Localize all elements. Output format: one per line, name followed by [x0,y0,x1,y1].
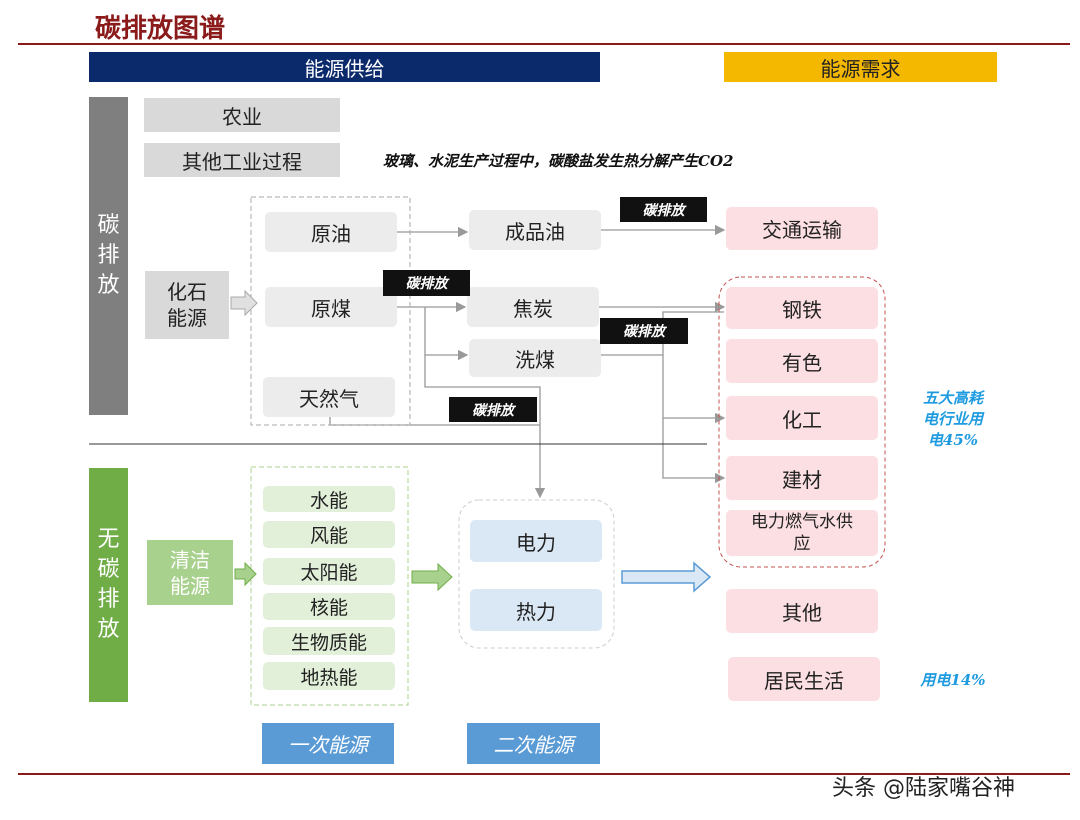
page-title: 碳排放图谱 [95,14,226,44]
coke-box: 焦炭 [467,287,599,327]
footer-rule [18,773,1070,775]
fossil-energy-label: 化石能源 [167,280,207,330]
residential-note: 用电14% [920,671,986,689]
other-box: 其他 [726,589,878,633]
demand-header: 能源需求 [724,52,997,82]
washed-coal-box: 洗煤 [469,339,601,377]
carbon-emission-sidebar: 碳排放 [89,97,128,415]
chemical-box: 化工 [726,396,878,440]
supply-header: 能源供给 [89,52,600,82]
clean-energy-label: 清洁能源 [170,547,210,598]
side-char: 碳 [97,557,120,582]
no-carbon-sidebar: 无碳排放 [89,468,128,702]
watermark: 头条 @陆家嘴谷神 [832,776,1015,801]
industry-note: 玻璃、水泥生产过程中，碳酸盐发生热分解产生CO2 [383,152,734,170]
nonferrous-box: 有色 [726,339,878,383]
heavy-note-text: 五大高耗电行业用电45% [922,389,983,449]
solar-box: 太阳能 [263,558,395,585]
transport-box: 交通运输 [726,207,878,250]
secondary-energy-label: 二次能源 [467,723,600,764]
side-char: 排 [97,587,120,612]
clean-energy-box: 清洁能源 [147,540,233,605]
emission-tag: 碳排放 [449,397,537,422]
steel-box: 钢铁 [726,287,878,329]
side-char: 无 [97,527,120,552]
utilities-label: 电力燃气水供应 [751,512,853,554]
side-char: 放 [97,617,120,642]
refined-oil-box: 成品油 [469,210,601,250]
heavy-industry-note: 五大高耗电行业用电45% [912,388,994,451]
hydro-box: 水能 [263,486,395,512]
raw-coal-box: 原煤 [265,287,397,327]
emission-tag: 碳排放 [620,197,707,222]
industry-process-box: 其他工业过程 [144,143,340,177]
building-materials-box: 建材 [726,456,878,500]
geothermal-box: 地热能 [263,662,395,690]
crude-oil-box: 原油 [265,212,397,252]
fossil-energy-box: 化石能源 [145,271,229,339]
natural-gas-box: 天然气 [263,377,395,417]
emission-tag: 碳排放 [600,318,688,344]
side-char: 排 [97,243,120,268]
utilities-box: 电力燃气水供应 [726,510,878,556]
side-char: 放 [97,273,120,298]
residential-box: 居民生活 [728,657,880,701]
wind-box: 风能 [263,521,395,548]
heat-box: 热力 [470,589,602,631]
agriculture-box: 农业 [144,98,340,132]
emission-tag: 碳排放 [383,270,470,296]
electricity-box: 电力 [470,520,602,562]
side-char: 碳 [97,213,120,238]
nuclear-box: 核能 [263,593,395,620]
title-rule [18,43,1070,45]
primary-energy-label: 一次能源 [262,723,394,764]
biomass-box: 生物质能 [263,627,395,655]
